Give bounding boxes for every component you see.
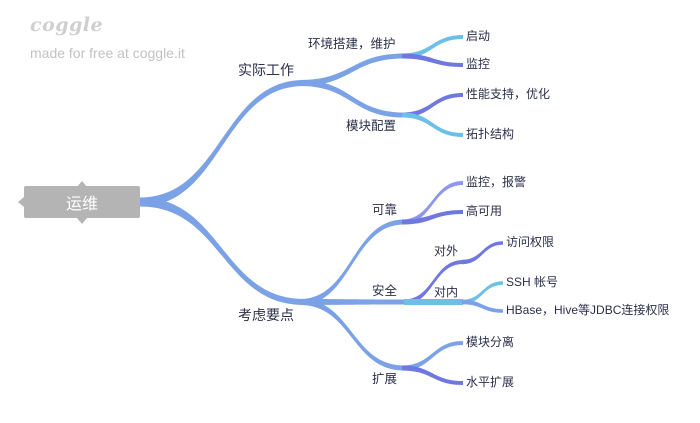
- node-monitor[interactable]: 监控: [466, 57, 491, 71]
- root-bottom-handle-icon[interactable]: [77, 218, 87, 224]
- node-monitor-alert[interactable]: 监控，报警: [466, 175, 527, 189]
- node-access-control[interactable]: 访问权限: [506, 235, 555, 249]
- edge-module-topology: [402, 112, 463, 137]
- coggle-logo[interactable]: coggle: [30, 14, 104, 36]
- node-reliable[interactable]: 可靠: [372, 203, 398, 217]
- edge-internal-ssh: [462, 281, 503, 305]
- coggle-tagline[interactable]: made for free at coggle.it: [30, 45, 185, 61]
- node-key-points[interactable]: 考虑要点: [238, 307, 294, 323]
- node-external[interactable]: 对外: [434, 244, 459, 258]
- node-ssh-account[interactable]: SSH 帐号: [506, 275, 559, 289]
- edge-external-access: [462, 241, 503, 265]
- node-perf-support[interactable]: 性能支持，优化: [466, 87, 551, 101]
- edge-keypoints-reliable: [300, 219, 404, 305]
- edge-practical-env: [300, 53, 404, 86]
- edge-security-internal: [404, 299, 463, 305]
- edge-practical-module: [300, 80, 404, 118]
- node-module-config[interactable]: 模块配置: [346, 119, 397, 133]
- edge-root-practical: [140, 80, 304, 207]
- edge-module-perf: [402, 93, 463, 118]
- node-security[interactable]: 安全: [372, 284, 398, 298]
- node-topology[interactable]: 拓扑结构: [466, 127, 515, 141]
- edge-reliable-monitor: [402, 181, 463, 225]
- node-module-split[interactable]: 模块分离: [466, 335, 515, 349]
- edge-scale-horizontal: [402, 365, 463, 385]
- edge-keypoints-scale: [300, 299, 404, 371]
- root-node-label: 运维: [65, 196, 98, 213]
- edge-security-external: [404, 260, 463, 305]
- node-horizontal-scale[interactable]: 水平扩展: [466, 375, 515, 389]
- root-node[interactable]: 运维: [24, 186, 140, 218]
- node-start[interactable]: 启动: [466, 29, 491, 43]
- node-high-availability[interactable]: 高可用: [466, 204, 503, 218]
- edge-env-monitor: [402, 53, 463, 67]
- node-env-setup[interactable]: 环境搭建，维护: [308, 37, 396, 51]
- edge-root-keypoints: [140, 197, 304, 305]
- node-practical-work[interactable]: 实际工作: [238, 62, 294, 78]
- mindmap-edges: [140, 35, 503, 385]
- edge-env-start: [402, 35, 463, 59]
- edge-keypoints-security: [300, 299, 404, 305]
- edge-internal-hbase: [462, 299, 503, 313]
- root-left-handle-icon[interactable]: [18, 197, 24, 207]
- node-scale[interactable]: 扩展: [372, 372, 398, 386]
- edge-reliable-ha: [402, 210, 463, 225]
- edge-scale-split: [402, 341, 463, 371]
- node-hbase-hive-jdbc[interactable]: HBase，Hive等JDBC连接权限: [506, 303, 670, 317]
- node-internal[interactable]: 对内: [434, 285, 459, 299]
- root-top-handle-icon[interactable]: [77, 181, 87, 187]
